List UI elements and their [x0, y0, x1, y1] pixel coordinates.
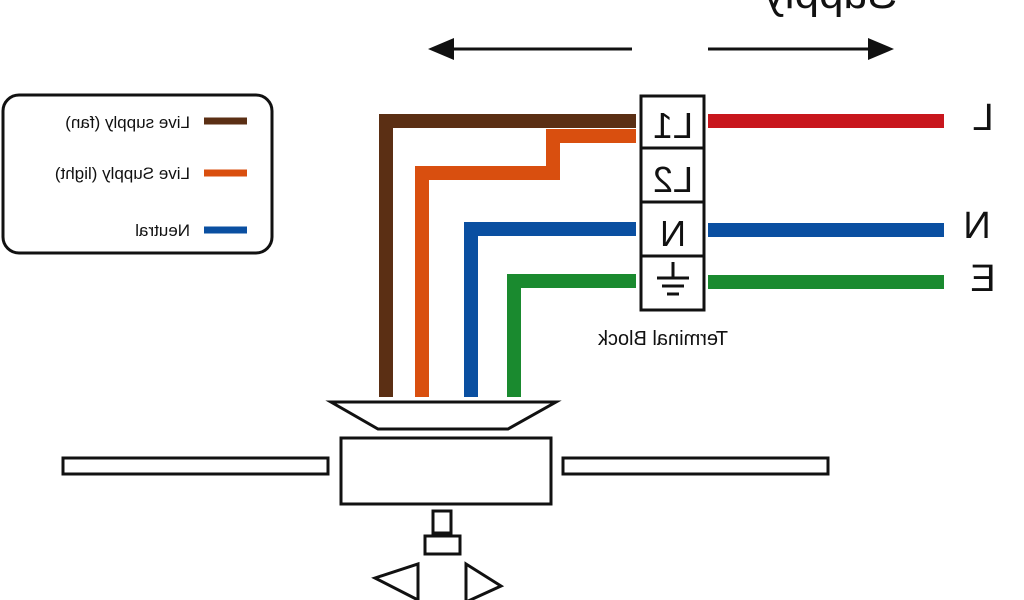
fan-motor-housing — [339, 436, 553, 506]
legend-item-fan: Live supply (fan) — [65, 113, 247, 132]
legend-label-light: Live Supply (light) — [55, 164, 190, 183]
fan-lamp-right — [464, 561, 505, 600]
light-live-wire — [415, 129, 636, 397]
supply-label: Supply — [763, 0, 898, 18]
legend-item-light: Live Supply (light) — [55, 164, 247, 183]
supply-e-label: E — [970, 258, 995, 300]
fan-canopy — [325, 400, 562, 431]
fan-blade-left — [61, 456, 330, 476]
legend-box — [1, 93, 274, 255]
terminal-l2: L2 — [653, 159, 693, 200]
neutral-wire — [464, 222, 636, 397]
terminal-n: N — [660, 213, 686, 254]
terminal-n-label: N — [660, 213, 686, 254]
terminal-l1: L1 — [653, 105, 693, 146]
earth-wire — [507, 274, 636, 397]
right-arrow-icon — [708, 38, 894, 60]
legend-item-neutral: Neutral — [135, 221, 247, 240]
fan-blade-right — [561, 456, 830, 476]
left-arrow-icon — [428, 38, 632, 60]
supply-l-label: L — [972, 97, 993, 139]
fan-light-stem — [431, 509, 453, 535]
supply-n-label: N — [963, 205, 990, 247]
legend-label-fan: Live supply (fan) — [65, 113, 190, 132]
terminal-l1-label: L1 — [653, 105, 693, 146]
fan-light-fitting — [423, 534, 462, 556]
terminal-block: L1 L2 N — [639, 94, 706, 312]
legend-label-neutral: Neutral — [135, 221, 190, 240]
legend: Live supply (fan) Live Supply (light) Ne… — [1, 93, 274, 255]
fan-lamp-left — [371, 561, 420, 600]
terminal-l2-label: L2 — [653, 159, 693, 200]
ceiling-fan — [61, 400, 830, 600]
earth-symbol-icon — [657, 262, 689, 296]
fan-live-wire — [379, 114, 636, 397]
terminal-block-label: Terminal Block — [597, 328, 728, 350]
